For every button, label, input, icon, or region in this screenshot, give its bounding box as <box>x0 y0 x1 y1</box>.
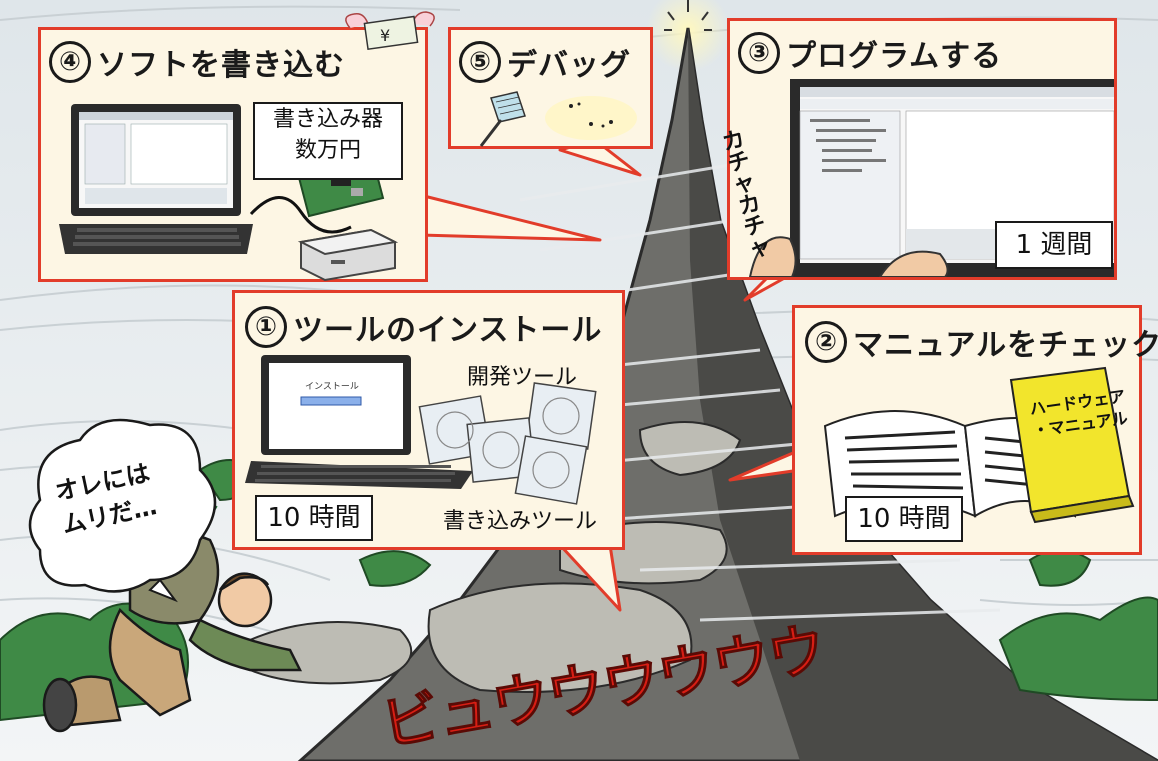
manual-time-label: 10 時間 <box>845 496 963 542</box>
fly-swatter-illustration <box>479 91 637 147</box>
mountain-shadow <box>688 28 1158 761</box>
summit-rays <box>664 0 712 31</box>
install-time-label: 10 時間 <box>255 495 373 541</box>
step-1-number: ① <box>245 306 287 348</box>
install-laptop-illustration <box>245 355 473 489</box>
install-screen-text: インストール <box>305 382 359 392</box>
money-symbol: ¥ <box>380 26 390 45</box>
step-1-label: ツールのインストール <box>293 313 603 348</box>
write-tool-label: 書き込みツール <box>443 509 598 534</box>
manuals-illustration <box>823 366 1135 524</box>
thought-bubble <box>28 418 217 593</box>
step-2-label: マニュアルをチェック <box>853 328 1158 363</box>
step-3-label: プログラムする <box>786 39 1003 74</box>
laptop-writing-illustration <box>59 104 399 282</box>
cd-cases-illustration <box>418 382 597 505</box>
step-4-number: ④ <box>49 41 91 83</box>
writer-cost-label: 書き込み器 数万円 <box>253 102 403 180</box>
programming-time-label: 1 週間 <box>995 221 1113 269</box>
flying-money-icon: ¥ <box>345 11 435 51</box>
dev-tool-label: 開発ツール <box>467 365 578 390</box>
step-5-number: ⑤ <box>459 41 501 83</box>
step-4-label: ソフトを書き込む <box>97 48 345 83</box>
step-5-label: デバッグ <box>507 48 631 83</box>
step-3-number: ③ <box>738 32 780 74</box>
step-2-number: ② <box>805 321 847 363</box>
